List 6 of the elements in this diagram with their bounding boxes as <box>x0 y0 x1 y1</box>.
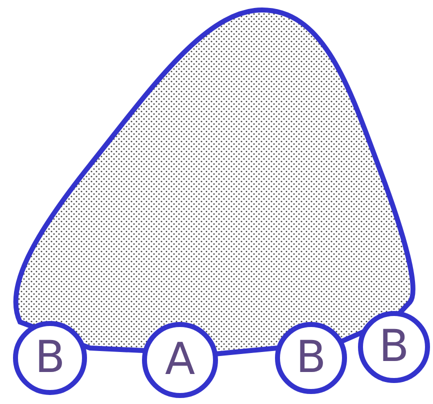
circle-letter: B <box>296 336 326 380</box>
circle-letter: B <box>378 325 410 369</box>
label-circle <box>275 322 347 394</box>
circle-letter: A <box>164 338 196 382</box>
label-circle <box>142 322 218 398</box>
circle-letter: B <box>34 336 66 380</box>
